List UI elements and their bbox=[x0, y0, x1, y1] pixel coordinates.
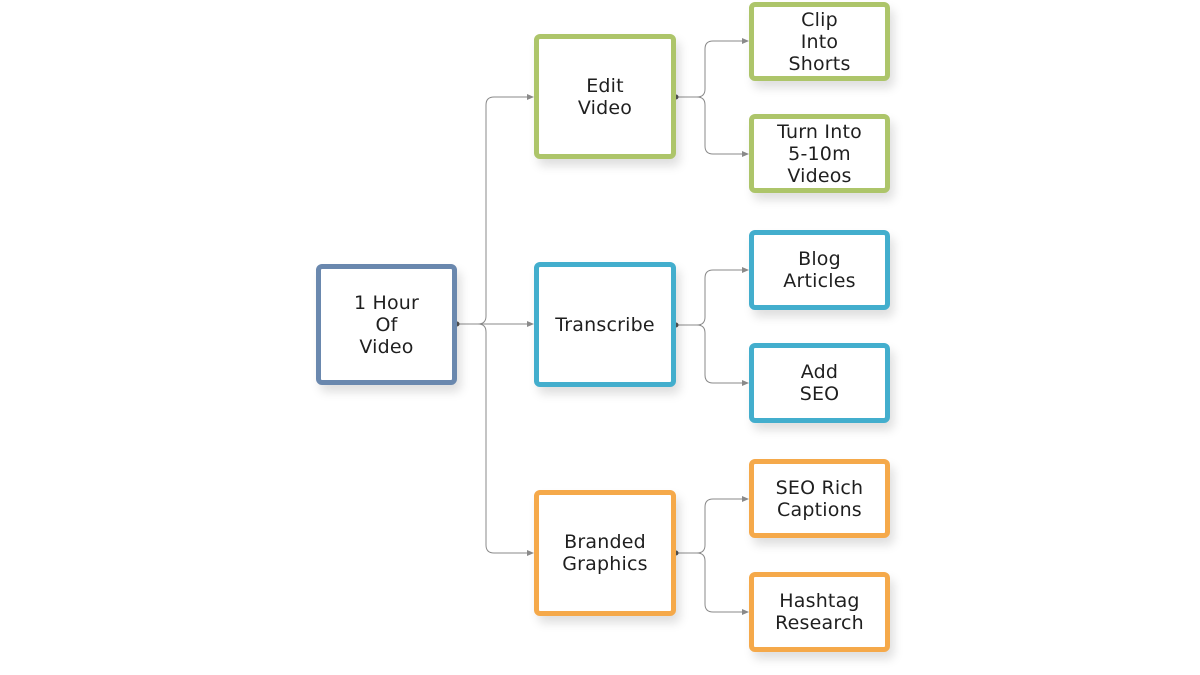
branch-node-label: Transcribe bbox=[555, 313, 655, 336]
leaf-node-label: Clip Into Shorts bbox=[788, 8, 851, 75]
leaf-node-label: SEO Rich Captions bbox=[775, 476, 864, 521]
connector-root-to-branded-graphics bbox=[457, 323, 534, 556]
connector-group bbox=[457, 38, 749, 615]
leaf-node-blog-articles[interactable]: Blog Articles bbox=[749, 230, 890, 310]
connector-graphics-to-hashtag bbox=[676, 552, 749, 615]
connector-transcribe-to-seo bbox=[676, 324, 749, 386]
connector-graphics-to-captions bbox=[676, 496, 749, 554]
branch-node-branded-graphics[interactable]: Branded Graphics bbox=[534, 490, 676, 616]
connector-transcribe-to-blog bbox=[676, 267, 749, 326]
branch-node-transcribe[interactable]: Transcribe bbox=[534, 262, 676, 387]
leaf-node-turn-into-videos[interactable]: Turn Into 5-10m Videos bbox=[749, 114, 890, 193]
leaf-node-label: Blog Articles bbox=[783, 248, 856, 292]
branch-node-edit-video[interactable]: Edit Video bbox=[534, 34, 676, 159]
connector-root-to-edit-video bbox=[457, 94, 534, 325]
leaf-node-label: Add SEO bbox=[799, 361, 840, 405]
leaf-node-label: Turn Into 5-10m Videos bbox=[777, 120, 862, 187]
leaf-node-label: Hashtag Research bbox=[775, 590, 864, 634]
leaf-node-clip-into-shorts[interactable]: Clip Into Shorts bbox=[749, 2, 890, 81]
root-node-1-hour-of-video[interactable]: 1 Hour Of Video bbox=[316, 264, 457, 385]
connector-edit-to-turn-into bbox=[676, 96, 749, 157]
branch-node-label: Branded Graphics bbox=[562, 531, 648, 575]
root-node-label: 1 Hour Of Video bbox=[353, 291, 420, 358]
leaf-node-hashtag-research[interactable]: Hashtag Research bbox=[749, 572, 890, 652]
leaf-node-seo-rich-captions[interactable]: SEO Rich Captions bbox=[749, 459, 890, 538]
branch-node-label: Edit Video bbox=[577, 74, 633, 119]
connector-edit-to-clip bbox=[676, 38, 749, 98]
leaf-node-add-seo[interactable]: Add SEO bbox=[749, 343, 890, 423]
